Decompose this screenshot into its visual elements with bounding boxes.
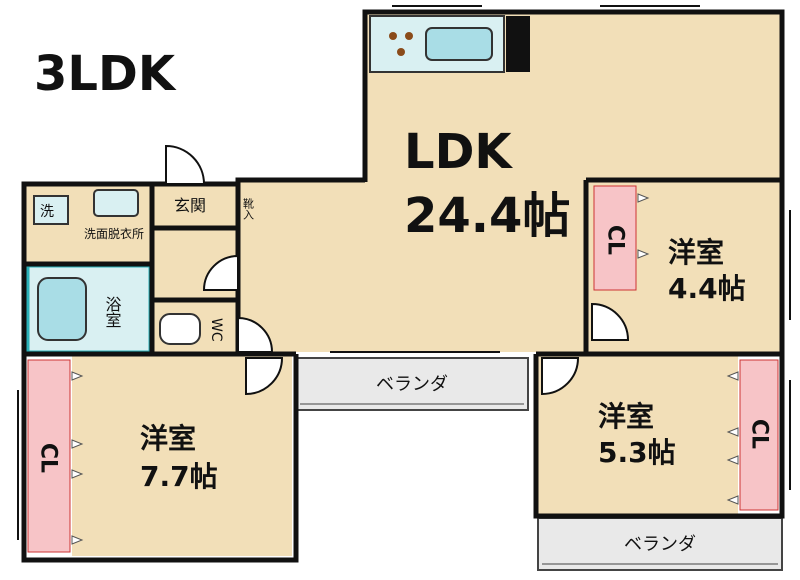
entrance-floor: [154, 184, 236, 228]
entrance-label: 玄関: [174, 196, 206, 215]
laundry-label: 洗: [40, 204, 54, 220]
room-ne-size: 4.4帖: [668, 272, 746, 305]
ldk-floor-lower: [238, 180, 588, 352]
room-w-size: 7.7帖: [140, 460, 218, 493]
room-se-size: 5.3帖: [598, 436, 676, 469]
toilet-label: WC: [208, 318, 224, 342]
windows: [17, 5, 791, 540]
bath-label: 浴室: [103, 296, 122, 328]
room-se-name: 洋室: [598, 400, 654, 433]
shoe-box-label: 靴入: [242, 197, 255, 220]
room-se-door: [541, 357, 580, 396]
closet-ne-label: CL: [603, 225, 628, 255]
kitchen: [369, 15, 530, 73]
refrigerator-space: [506, 16, 530, 72]
room-ne-door: [591, 302, 630, 341]
room-ne-name: 洋室: [668, 236, 724, 269]
balcony-mid-label: ベランダ: [376, 374, 448, 395]
closet-w-label: CL: [36, 443, 61, 473]
ldk-size: 24.4帖: [404, 188, 570, 244]
closet-hinges: [71, 193, 739, 545]
washroom-label: 洗面脱衣所: [84, 226, 144, 241]
stove-burner: [389, 32, 397, 40]
plan-type: 3LDK: [34, 46, 177, 102]
room-w-name: 洋室: [140, 422, 196, 455]
entrance-door: [165, 144, 206, 185]
washbasin: [93, 189, 139, 217]
closet-w: [27, 359, 71, 553]
doors: [165, 144, 630, 396]
closet-ne: [593, 185, 637, 291]
toilet-bowl: [159, 313, 201, 345]
toilet-door: [237, 316, 274, 353]
balcony-mid: [295, 357, 529, 411]
stove-burner: [397, 48, 405, 56]
closet-se: [739, 359, 779, 511]
balcony-bottom-label: ベランダ: [624, 534, 696, 555]
bathtub: [37, 277, 87, 341]
stove-burner: [405, 32, 413, 40]
closets: [27, 185, 779, 553]
balconies: [295, 357, 783, 571]
floors: [26, 14, 780, 556]
wet-area: [26, 189, 201, 354]
closet-se-label: CL: [747, 419, 772, 449]
kitchen-sink: [425, 27, 493, 61]
room-se-floor: [538, 356, 738, 514]
room-w-door: [245, 357, 284, 396]
washing-machine: [33, 195, 69, 225]
hall-door: [202, 254, 239, 291]
ldk-name: LDK: [404, 124, 513, 180]
